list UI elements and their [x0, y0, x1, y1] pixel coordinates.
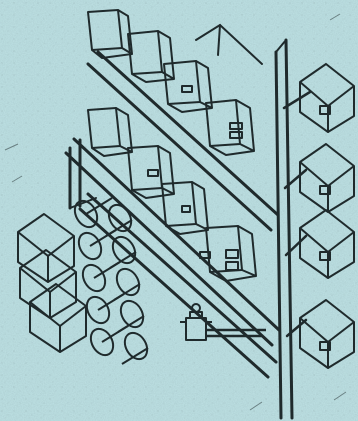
- building-5: [87, 107, 133, 157]
- house-1: [299, 63, 355, 133]
- left-cluster-buildings: [87, 9, 257, 282]
- diagonal-pipes: [64, 23, 281, 379]
- tanks: [73, 197, 149, 365]
- house-4: [299, 299, 355, 369]
- storage-block-1: [17, 213, 75, 283]
- tank-5: [89, 325, 149, 365]
- building-1: [87, 9, 133, 59]
- valve-node: [180, 303, 266, 341]
- main-vertical-pipe: [274, 38, 294, 420]
- house-branch-pipes: [282, 90, 312, 338]
- building-3: [163, 60, 213, 113]
- house-3: [299, 209, 355, 279]
- tank-manifold: [68, 138, 97, 210]
- storage-block-2: [19, 249, 77, 319]
- building-8: [199, 225, 257, 282]
- right-houses: [299, 63, 355, 369]
- building-7: [161, 181, 209, 235]
- building-4: [205, 99, 255, 156]
- hatch-accents: [4, 13, 347, 411]
- house-2: [299, 143, 355, 213]
- left-storage-blocks: [17, 213, 87, 353]
